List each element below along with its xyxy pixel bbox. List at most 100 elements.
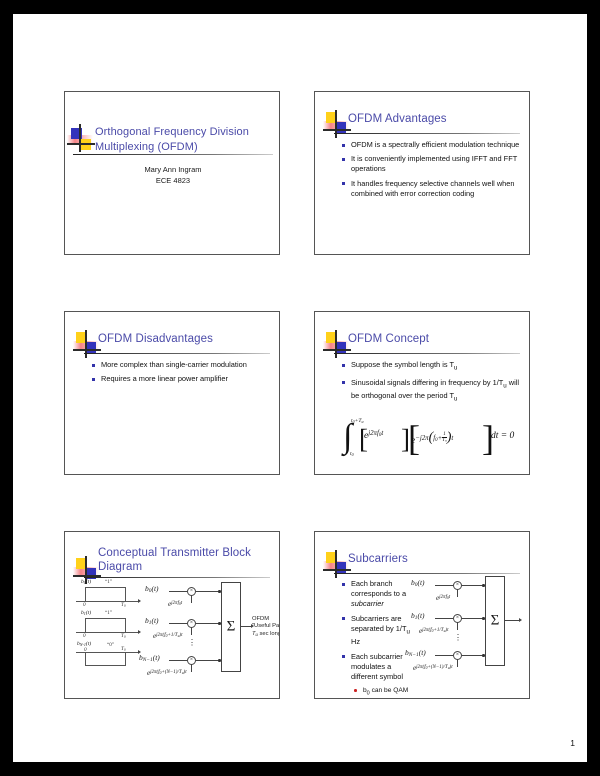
slide-ofdm-advantages[interactable]: OFDM Advantages OFDM is a spectrally eff… bbox=[314, 91, 530, 255]
logo-vertical-bar bbox=[85, 556, 87, 584]
left-bracket-2: [ bbox=[408, 418, 420, 458]
output-annotation: OFDM "Useful Part" Tu sec long bbox=[252, 616, 280, 638]
branch-wire bbox=[462, 618, 484, 619]
right-bracket-2: ] bbox=[482, 418, 494, 458]
logo-horizontal-bar bbox=[73, 575, 101, 577]
title-divider bbox=[73, 154, 273, 155]
carrier-exponent-1: ej2π(f0+1/Tu)t bbox=[153, 632, 183, 640]
carrier-feed-wire bbox=[457, 659, 458, 667]
junction-dot bbox=[482, 584, 485, 587]
slide-ofdm-concept[interactable]: OFDM Concept Suppose the symbol length i… bbox=[314, 311, 530, 475]
carrier-feed-wire bbox=[457, 589, 458, 597]
waveform-bit-label: “0” bbox=[107, 643, 114, 648]
waveform-signal-label: b1(t) bbox=[81, 610, 92, 616]
output-wire bbox=[505, 620, 519, 621]
ellipsis-vertical: ⋮ bbox=[454, 633, 462, 642]
factor-one-exponential: ej2πf0t bbox=[364, 430, 384, 441]
slide-title: OFDM Disadvantages bbox=[98, 333, 213, 345]
branch-label-b1: b1(t) bbox=[145, 616, 159, 627]
output-line-1: OFDM bbox=[252, 616, 270, 622]
list-item: Requires a more linear power amplifier bbox=[91, 374, 271, 384]
waveform-pulse bbox=[85, 587, 126, 601]
slide-title-slide[interactable]: Orthogonal Frequency Division Multiplexi… bbox=[64, 91, 280, 255]
ellipsis-vertical: ⋮ bbox=[188, 638, 196, 647]
title-divider bbox=[84, 353, 270, 354]
branch-wire bbox=[169, 623, 187, 624]
output-wire bbox=[241, 626, 251, 627]
carrier-exponent-1: ej2π(f0+1/Tu)t bbox=[419, 627, 449, 635]
logo-blue-square bbox=[335, 342, 346, 353]
logo-vertical-bar bbox=[335, 110, 337, 138]
logo-horizontal-bar bbox=[323, 349, 351, 351]
carrier-feed-wire bbox=[191, 595, 192, 603]
logo-horizontal-bar bbox=[323, 569, 351, 571]
slide-title: Subcarriers bbox=[348, 553, 408, 565]
slide-title: OFDM Concept bbox=[348, 333, 430, 345]
logo-blue-square bbox=[71, 128, 82, 139]
logo-blue-square bbox=[335, 562, 346, 573]
junction-dot bbox=[482, 617, 485, 620]
list-item: Each branch corresponds to a subcarrier bbox=[341, 579, 411, 610]
powerpoint-logo-icon bbox=[323, 550, 353, 580]
slide-ofdm-disadvantages[interactable]: OFDM Disadvantages More complex than sin… bbox=[64, 311, 280, 475]
slide-subcarriers[interactable]: Subcarriers Each branch corresponds to a… bbox=[314, 531, 530, 699]
branch-wire bbox=[435, 585, 453, 586]
powerpoint-logo-icon bbox=[73, 330, 103, 360]
list-item: Sinusoidal signals differing in frequenc… bbox=[341, 378, 521, 405]
right-bracket-1: ] bbox=[401, 424, 410, 454]
page-number: 1 bbox=[570, 738, 575, 748]
waveform-tick-start: 0 bbox=[83, 602, 86, 608]
output-arrowhead bbox=[519, 618, 522, 622]
waveform-signal-label: b0(t) bbox=[81, 579, 92, 585]
logo-yellow-square bbox=[326, 112, 337, 123]
waveform-time-axis bbox=[76, 652, 138, 653]
list-item: More complex than single-carrier modulat… bbox=[91, 360, 271, 370]
title-divider bbox=[84, 577, 270, 578]
branch-wire bbox=[169, 591, 187, 592]
summation-block: Σ bbox=[221, 582, 241, 672]
scanned-page: Orthogonal Frequency Division Multiplexi… bbox=[13, 14, 587, 762]
course-code: ECE 4823 bbox=[155, 176, 191, 185]
logo-yellow-square bbox=[76, 332, 87, 343]
title-slide-subtext: Mary Ann Ingram ECE 4823 bbox=[65, 164, 279, 186]
waveform-tick-start: 0 bbox=[84, 647, 87, 653]
bullet-list: More complex than single-carrier modulat… bbox=[91, 360, 271, 388]
output-line-3: Tu sec long bbox=[252, 630, 280, 637]
powerpoint-logo-icon bbox=[323, 110, 353, 140]
title-divider bbox=[334, 573, 520, 574]
junction-dot bbox=[218, 590, 221, 593]
waveform-tick-end: Tu bbox=[121, 602, 126, 608]
formula-tail: dt = 0 bbox=[491, 431, 515, 441]
waveform-pulse bbox=[85, 652, 126, 666]
carrier-exponent-0: ej2πf0t bbox=[436, 594, 451, 602]
branch-label-bn: bN−1(t) bbox=[405, 648, 426, 659]
waveform-signal-label: bN-1(t) bbox=[77, 641, 92, 647]
output-line-2: "Useful Part" bbox=[252, 623, 280, 630]
logo-yellow-square bbox=[326, 552, 337, 563]
logo-vertical-bar bbox=[79, 124, 81, 152]
summation-block: Σ bbox=[485, 576, 505, 666]
carrier-feed-wire bbox=[191, 627, 192, 635]
waveform-pulse bbox=[85, 618, 126, 632]
powerpoint-logo-icon bbox=[73, 556, 103, 586]
branch-wire bbox=[462, 655, 484, 656]
carrier-exponent-0: ej2πf0t bbox=[168, 600, 183, 608]
transmitter-block-diagram: b0(t) “1” 0 Tu b1(t) “1” 0 Tu bbox=[71, 579, 280, 692]
slide-conceptual-transmitter-block-diagram[interactable]: Conceptual Transmitter Block Diagram b0(… bbox=[64, 531, 280, 699]
left-bracket-1: [ bbox=[359, 424, 368, 454]
page-title: Orthogonal Frequency Division Multiplexi… bbox=[95, 126, 249, 153]
carrier-feed-wire bbox=[457, 622, 458, 630]
bullet-list: OFDM is a spectrally efficient modulatio… bbox=[341, 140, 521, 203]
axis-arrowhead bbox=[138, 630, 141, 634]
branch-wire bbox=[196, 623, 220, 624]
sub-list-item: b0 can be QAM bbox=[353, 686, 411, 698]
title-divider bbox=[334, 133, 520, 134]
branch-wire bbox=[462, 585, 484, 586]
output-arrowhead bbox=[251, 624, 254, 628]
branch-wire bbox=[169, 660, 187, 661]
branch-wire bbox=[435, 618, 453, 619]
integral-sign: ∫ bbox=[343, 418, 353, 455]
logo-blue-square bbox=[335, 122, 346, 133]
carrier-exponent-n: ej2π(f0+(N−1)/Tu)t bbox=[413, 664, 453, 672]
list-item: It handles frequency selective channels … bbox=[341, 179, 521, 199]
